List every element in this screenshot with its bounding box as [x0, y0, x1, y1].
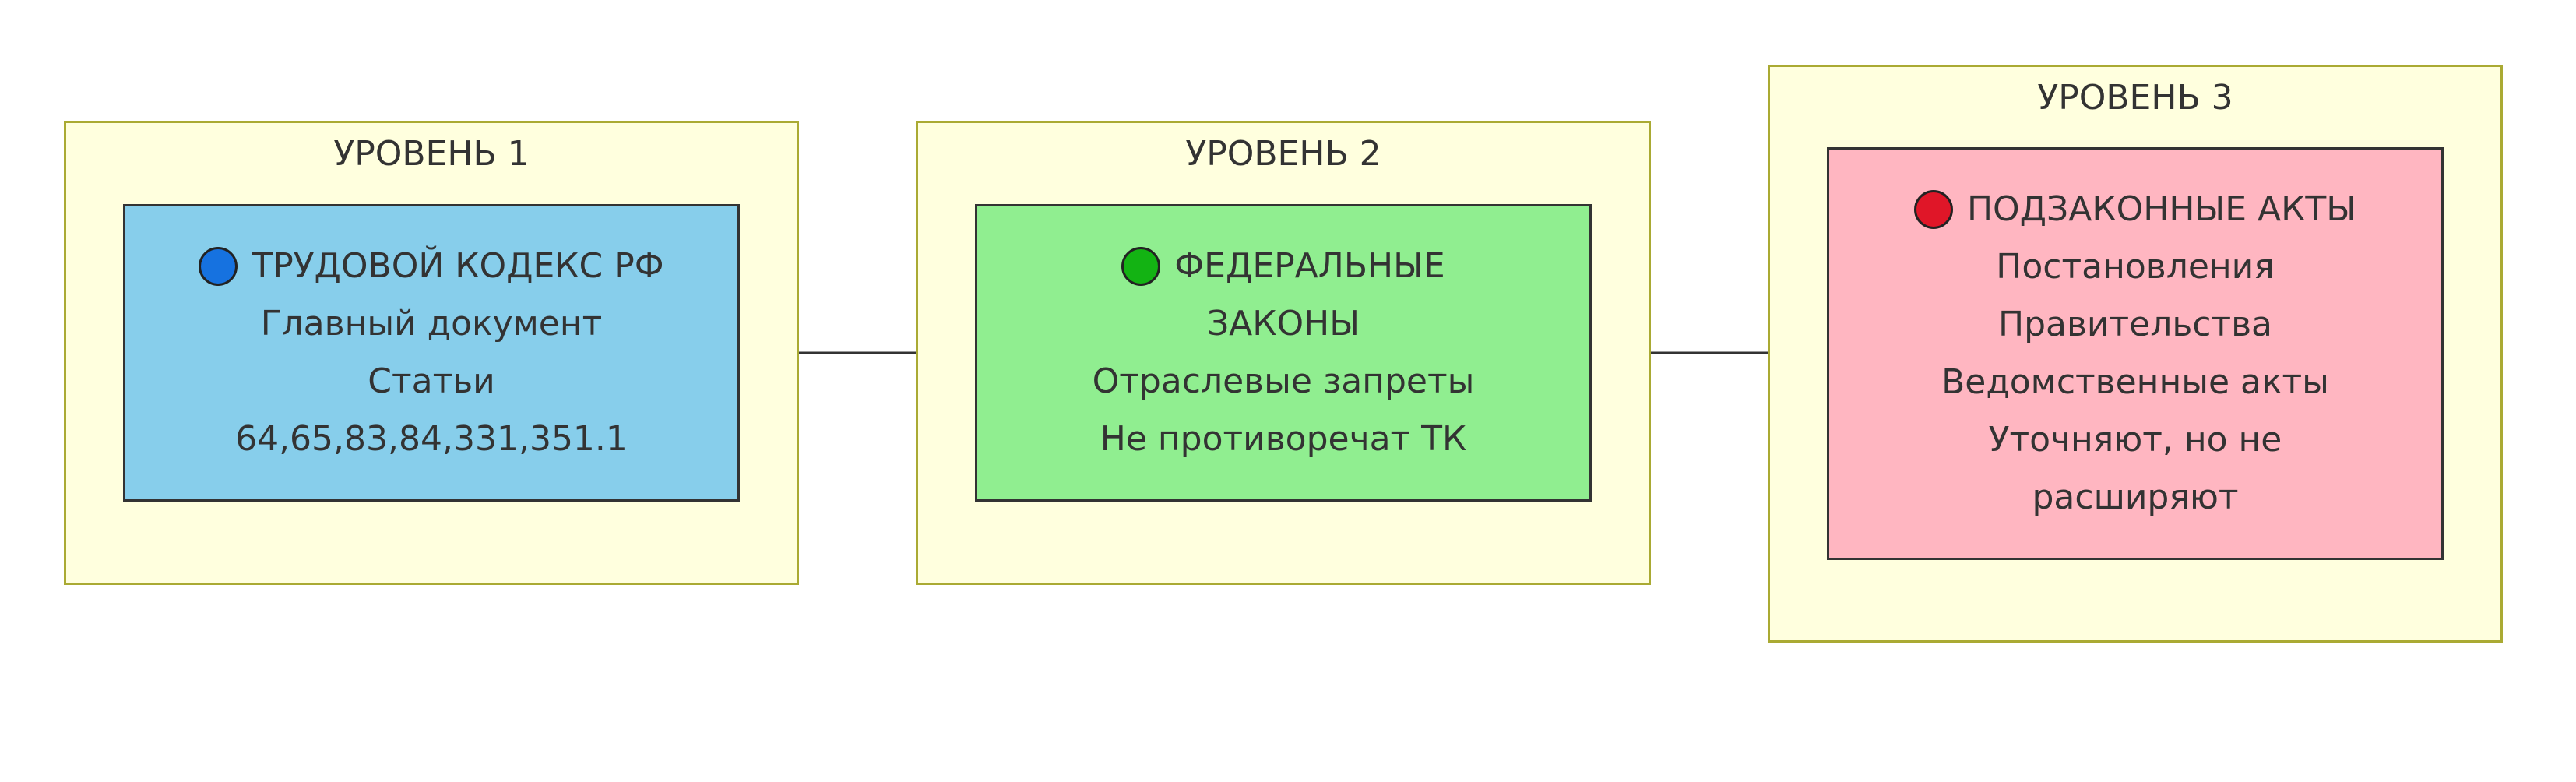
- node-line: Правительства: [1998, 305, 2272, 344]
- node-line: Главный документ: [260, 304, 603, 343]
- node-line: Статьи: [368, 361, 495, 401]
- node-labor-code[interactable]: ТРУДОВОЙ КОДЕКС РФ Главный документ Стат…: [123, 204, 740, 502]
- node-line: Не противоречат ТК: [1100, 419, 1467, 459]
- node-line: Отраслевые запреты: [1092, 361, 1475, 401]
- node-line: Ведомственные акты: [1941, 362, 2329, 402]
- node-title-row: ФЕДЕРАЛЬНЫЕ: [1121, 238, 1445, 295]
- node-title: ПОДЗАКОННЫЕ АКТЫ: [1966, 189, 2357, 229]
- node-line: расширяют: [2032, 477, 2239, 517]
- node-line: 64,65,83,84,331,351.1: [235, 419, 628, 459]
- node-title-row: ТРУДОВОЙ КОДЕКС РФ: [199, 238, 664, 295]
- node-line: Постановления: [1996, 247, 2275, 287]
- node-title: ТРУДОВОЙ КОДЕКС РФ: [252, 246, 664, 286]
- node-federal-laws[interactable]: ФЕДЕРАЛЬНЫЕ ЗАКОНЫ Отраслевые запреты Не…: [975, 204, 1592, 502]
- node-bylaws[interactable]: ПОДЗАКОННЫЕ АКТЫ Постановления Правитель…: [1827, 147, 2444, 560]
- green-circle-icon: [1121, 247, 1161, 286]
- cluster-title-level-1: УРОВЕНЬ 1: [333, 134, 530, 174]
- node-title: ФЕДЕРАЛЬНЫЕ: [1174, 246, 1445, 286]
- blue-circle-icon: [199, 247, 238, 286]
- node-title-continued: ЗАКОНЫ: [1206, 304, 1360, 343]
- node-title-row: ПОДЗАКОННЫЕ АКТЫ: [1913, 181, 2357, 238]
- node-line: Уточняют, но не: [1988, 420, 2282, 460]
- cluster-title-level-3: УРОВЕНЬ 3: [2037, 78, 2233, 118]
- cluster-title-level-2: УРОВЕНЬ 2: [1185, 134, 1381, 174]
- red-circle-icon: [1913, 190, 1953, 229]
